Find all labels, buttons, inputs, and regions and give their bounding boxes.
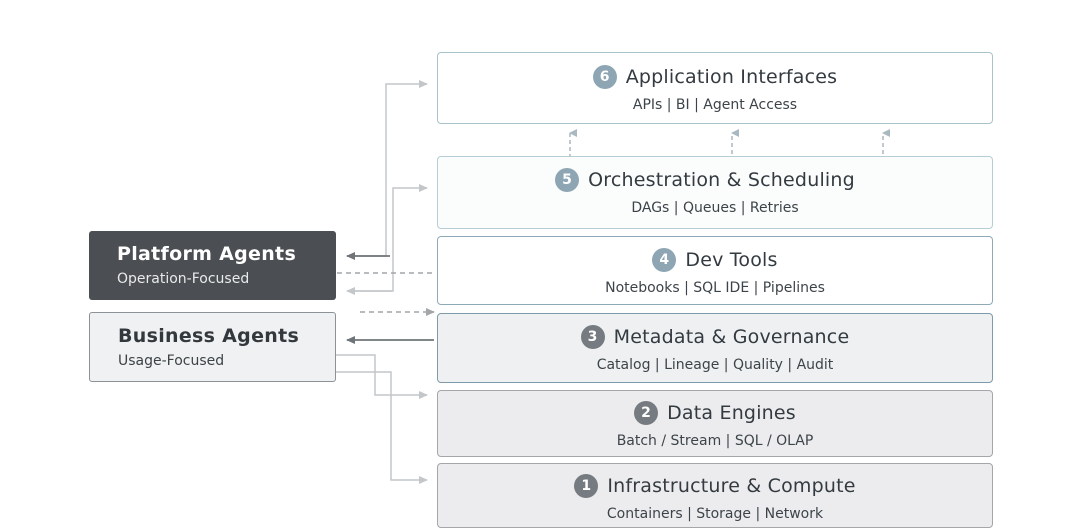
connector-platform-to-layer5 [348, 184, 428, 292]
layer-number-badge: 3 [580, 325, 605, 349]
layer-number-badge: 4 [652, 248, 677, 272]
agent-subtitle: Operation-Focused [117, 271, 250, 287]
layer-number-badge: 6 [592, 65, 617, 89]
platform-agents-box: Platform Agents Operation-Focused [89, 231, 336, 300]
layer-number-badge: 1 [574, 474, 599, 498]
connector-platform-to-layer6 [348, 80, 428, 257]
layer-title: Data Engines [667, 402, 796, 424]
layer-title: Infrastructure & Compute [607, 475, 856, 497]
connector-business-to-layer1 [336, 371, 428, 484]
layer-metadata-governance: 3 Metadata & Governance Catalog | Lineage… [437, 313, 993, 383]
layer-subtitle: Batch / Stream | SQL / OLAP [616, 433, 814, 449]
layer-title: Metadata & Governance [613, 326, 850, 348]
business-agents-box: Business Agents Usage-Focused [89, 312, 336, 382]
agent-title: Business Agents [118, 325, 300, 347]
layer-subtitle: Containers | Storage | Network [606, 506, 824, 522]
layer-number-badge: 2 [634, 401, 659, 425]
layer-title: Dev Tools [685, 249, 778, 271]
layer-infrastructure-compute: 1 Infrastructure & Compute Containers | S… [437, 463, 993, 528]
agent-title: Platform Agents [117, 243, 297, 265]
layer-number-badge: 5 [555, 168, 580, 192]
layer-data-engines: 2 Data Engines Batch / Stream | SQL / OLA… [437, 390, 993, 457]
layer-subtitle: DAGs | Queues | Retries [631, 200, 799, 216]
connector-business-to-layer2 [336, 354, 428, 399]
agent-subtitle: Usage-Focused [118, 353, 225, 369]
layer-subtitle: APIs | BI | Agent Access [632, 97, 798, 113]
layer-title: Application Interfaces [625, 66, 838, 88]
layer-orchestration-scheduling: 5 Orchestration & Scheduling DAGs | Queue… [437, 156, 993, 229]
layer-subtitle: Notebooks | SQL IDE | Pipelines [605, 280, 825, 296]
layer-title: Orchestration & Scheduling [588, 169, 855, 191]
layer-application-interfaces: 6 Application Interfaces APIs | BI | Agen… [437, 52, 993, 124]
layer-dev-tools: 4 Dev Tools Notebooks | SQL IDE | Pipelin… [437, 236, 993, 305]
layer-subtitle: Catalog | Lineage | Quality | Audit [596, 357, 834, 373]
